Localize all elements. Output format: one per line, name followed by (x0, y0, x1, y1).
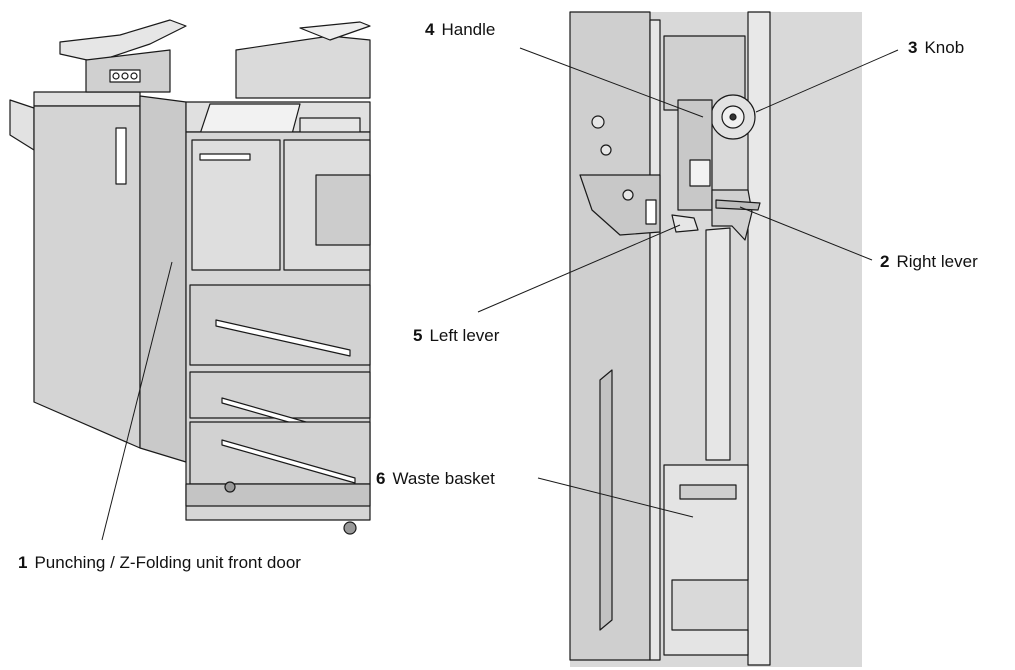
handle-shape (677, 99, 713, 211)
callout-6: 6 Waste basket (376, 469, 495, 489)
callout-2-number: 2 (880, 252, 890, 271)
machine-overview (9, 19, 371, 535)
callout-5-label: Left lever (429, 326, 500, 345)
callout-1: 1 Punching / Z-Folding unit front door (18, 553, 301, 573)
leader-line-1 (101, 261, 173, 541)
waste-basket-shape (663, 464, 749, 656)
callout-2: 2 Right lever (880, 252, 978, 272)
callout-1-number: 1 (18, 553, 28, 572)
callout-1-label: Punching / Z-Folding unit front door (34, 553, 301, 572)
left-lever-shape (671, 214, 699, 233)
callout-5-number: 5 (413, 326, 423, 345)
callout-3: 3 Knob (908, 38, 964, 58)
callout-6-number: 6 (376, 469, 386, 488)
leader-line-5 (477, 224, 681, 313)
callout-3-number: 3 (908, 38, 918, 57)
callout-6-label: Waste basket (392, 469, 495, 488)
punching-zfold-unit (139, 95, 187, 463)
leader-lines (101, 47, 899, 541)
leader-line-2 (739, 206, 873, 261)
leader-line-4 (519, 47, 704, 118)
callout-4-label: Handle (441, 20, 496, 39)
leader-line-6 (537, 477, 694, 518)
leader-line-3 (755, 49, 899, 113)
callout-4-number: 4 (425, 20, 435, 39)
callout-4: 4 Handle (425, 20, 495, 40)
callout-3-label: Knob (924, 38, 965, 57)
detail-view (569, 11, 862, 667)
callout-2-label: Right lever (896, 252, 978, 271)
callout-5: 5 Left lever (413, 326, 499, 346)
finisher-handle (115, 127, 127, 185)
